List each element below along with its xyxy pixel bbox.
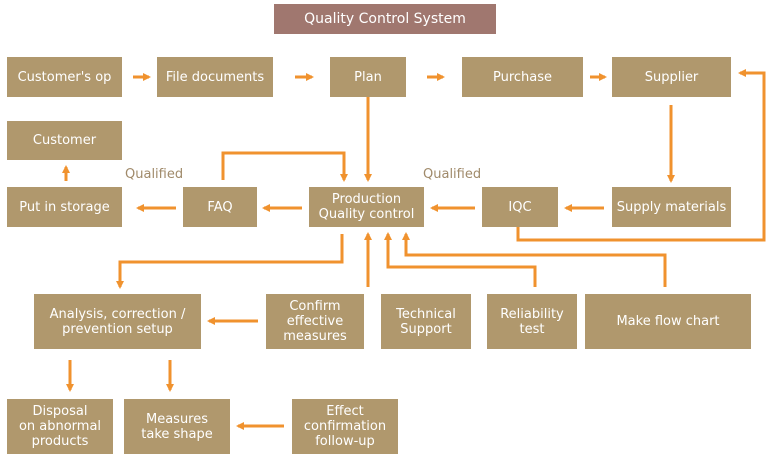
node-analysis-correction: Analysis, correction / prevention setup [34,294,201,349]
arrow-make-flow-chart-to-production [402,232,667,287]
node-make-flow-chart: Make flow chart [585,294,751,349]
node-disposal-abnormal-products: Disposal on abnormal products [7,399,113,454]
node-customers-op: Customer's op [7,57,122,97]
arrow-iqc-to-supplier [516,69,766,242]
node-reliability-test: Reliability test [487,294,577,349]
node-supply-materials: Supply materials [612,187,731,227]
node-purchase: Purchase [462,57,583,97]
diagram-title: Quality Control System [274,4,496,34]
node-plan: Plan [330,57,406,97]
node-put-in-storage: Put in storage [7,187,122,227]
arrow-production-to-analysis [116,234,344,289]
arrow-reliability-test-to-production [384,232,537,287]
qualified-label-right: Qualified [423,167,482,182]
node-file-documents: File documents [157,57,273,97]
qualified-label-left: Qualified [125,167,184,182]
node-measures-take-shape: Measures take shape [124,399,230,454]
node-confirm-effective-measures: Confirm effective measures [266,294,364,349]
node-customer: Customer [7,121,122,160]
node-technical-support: Technical Support [381,294,471,349]
node-supplier: Supplier [612,57,731,97]
node-faq: FAQ [183,187,257,227]
arrow-faq-to-production [221,151,348,182]
node-iqc: IQC [482,187,558,227]
node-production-quality-control: Production Quality control [309,187,424,227]
node-effect-confirmation: Effect confirmation follow-up [292,399,398,454]
